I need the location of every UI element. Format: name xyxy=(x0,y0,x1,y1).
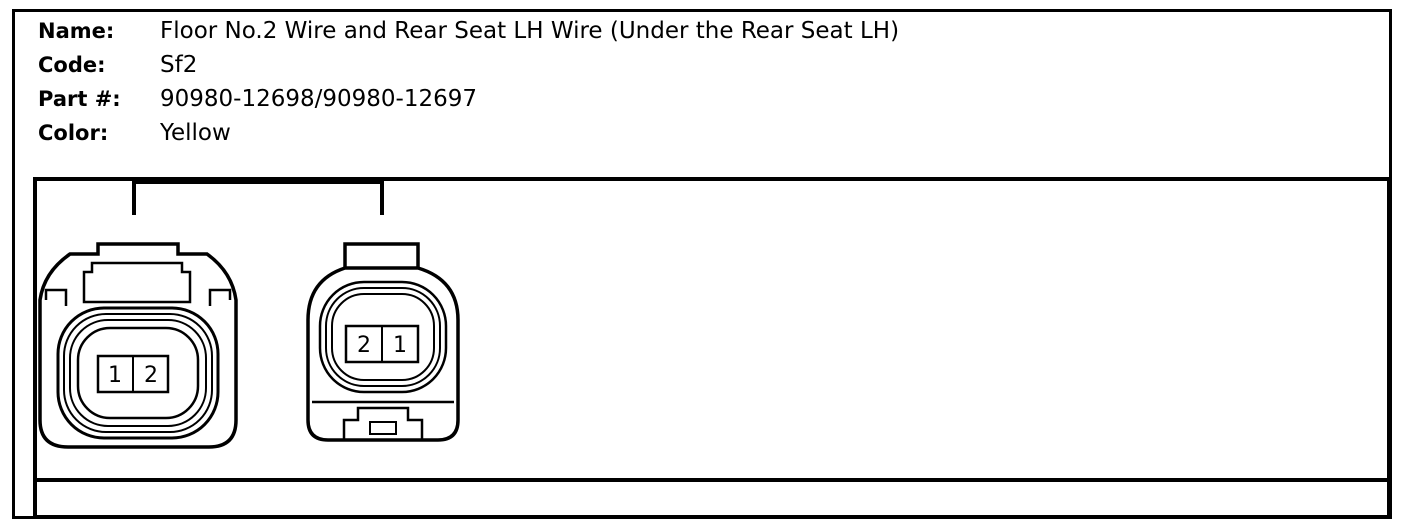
diagram-footer-strip xyxy=(33,478,1391,519)
color-value: Yellow xyxy=(160,120,231,146)
left-pin-1: 1 xyxy=(108,363,122,388)
code-value: Sf2 xyxy=(160,52,198,78)
right-pin-1: 1 xyxy=(393,333,407,358)
mating-bracket xyxy=(132,180,384,215)
left-connector: 1 2 xyxy=(38,242,238,449)
connector-diagram-panel xyxy=(33,177,1391,519)
right-pin-2: 2 xyxy=(357,333,371,358)
part-label: Part #: xyxy=(38,87,121,111)
part-value: 90980-12698/90980-12697 xyxy=(160,86,478,112)
right-connector: 2 1 xyxy=(306,242,460,442)
name-value: Floor No.2 Wire and Rear Seat LH Wire (U… xyxy=(160,18,900,44)
code-label: Code: xyxy=(38,53,106,77)
name-label: Name: xyxy=(38,19,115,43)
left-pin-2: 2 xyxy=(144,363,158,388)
color-label: Color: xyxy=(38,121,109,145)
